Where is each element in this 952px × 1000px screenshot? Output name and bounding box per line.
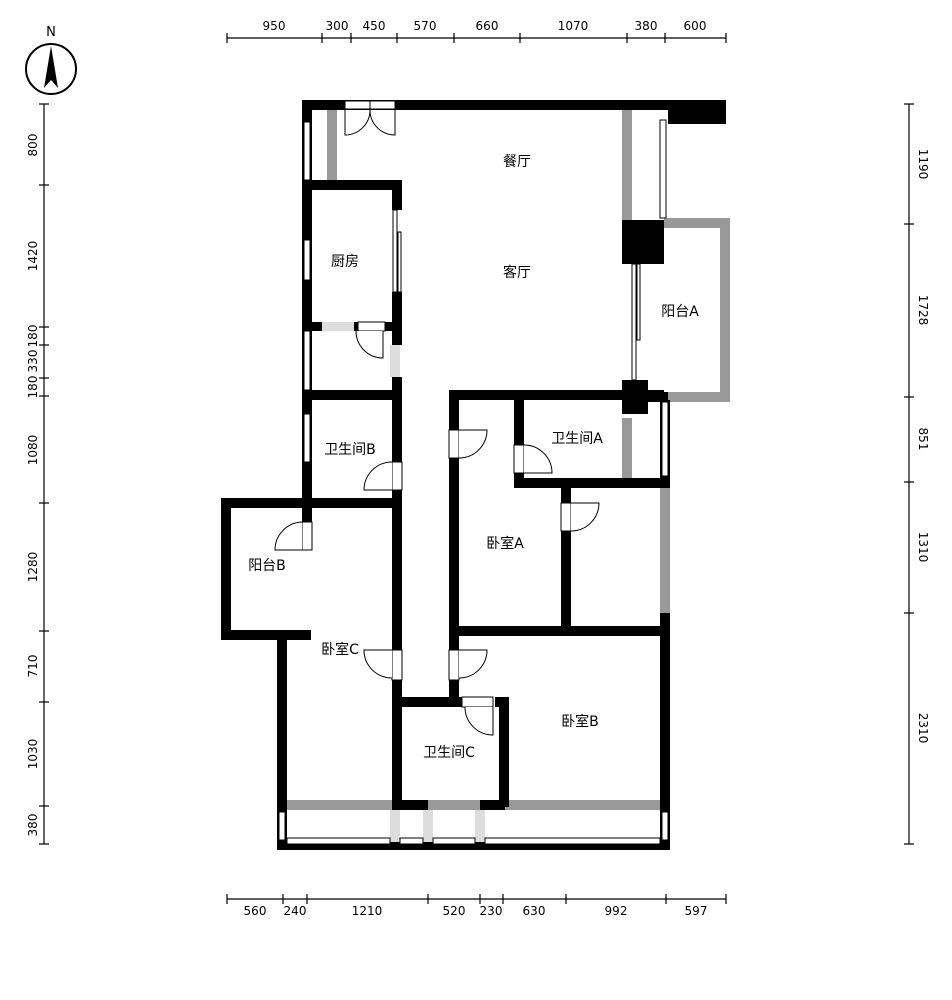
room-label-bed-a: 卧室A xyxy=(486,535,524,552)
window-kitchen-left xyxy=(303,239,311,281)
bath-c-door xyxy=(464,706,494,736)
sliding-door-balcony-a xyxy=(631,263,637,381)
door-swings xyxy=(274,100,600,736)
dim-bottom-1: 560 xyxy=(244,904,267,918)
bedroom-c-door xyxy=(363,649,393,679)
sliding-door-kitchen xyxy=(392,209,398,293)
window-bottom-left-post xyxy=(278,811,286,841)
room-label-dining: 餐厅 xyxy=(503,154,531,170)
partition-walls xyxy=(286,110,730,810)
room-label-kitchen: 厨房 xyxy=(331,254,359,270)
dim-top-1: 950 xyxy=(263,19,286,33)
dim-left-7: 1280 xyxy=(26,552,40,583)
dim-right-2: 1728 xyxy=(916,295,930,326)
dim-bottom-4: 520 xyxy=(443,904,466,918)
room-label-living: 客厅 xyxy=(503,264,531,281)
dim-right-3: 851 xyxy=(916,428,930,451)
window-bottom-3 xyxy=(432,837,476,845)
north-compass: N xyxy=(25,25,77,95)
light-wall-segments xyxy=(322,322,485,842)
room-label-bath-a: 卫生间A xyxy=(551,431,603,447)
right-dimension-labels: 1190 1728 851 1310 2310 xyxy=(916,149,930,744)
window-bottom-2 xyxy=(399,837,424,845)
window-left-mid xyxy=(303,330,311,391)
dim-left-4: 330 xyxy=(26,350,40,373)
dim-left-6: 1080 xyxy=(26,435,40,466)
dim-bottom-3: 1210 xyxy=(352,904,383,918)
dim-left-3: 180 xyxy=(26,325,40,348)
dim-left-1: 800 xyxy=(26,134,40,157)
dim-bottom-6: 630 xyxy=(523,904,546,918)
room-labels: 餐厅 客厅 厨房 阳台A 卫生间A 卫生间B 卧室A 阳台B 卧室C 卧室B 卫… xyxy=(248,154,699,761)
left-dimension-labels: 800 1420 180 330 180 1080 1280 710 1030 … xyxy=(26,134,40,837)
small-room-door xyxy=(570,502,600,532)
dim-left-9: 1030 xyxy=(26,739,40,770)
balcony-b-door xyxy=(274,521,303,551)
dim-right-5: 2310 xyxy=(916,713,930,744)
window-bottom-1 xyxy=(286,837,391,845)
dim-left-5: 180 xyxy=(26,376,40,399)
right-dimension-line xyxy=(904,103,914,845)
room-label-bath-b: 卫生间B xyxy=(324,442,376,458)
dim-top-6: 1070 xyxy=(558,19,589,33)
compass-circle xyxy=(25,43,77,95)
window-dining-right xyxy=(659,119,667,219)
dim-top-2: 300 xyxy=(326,19,349,33)
dim-left-8: 710 xyxy=(26,655,40,678)
room-label-bed-b: 卧室B xyxy=(561,713,599,730)
bedroom-b-door xyxy=(458,649,488,679)
entry-door-left-leaf xyxy=(344,109,371,136)
dim-right-1: 1190 xyxy=(916,149,930,180)
sliding-doors xyxy=(392,209,641,381)
top-dimension-line xyxy=(226,33,727,43)
room-label-bed-c: 卧室C xyxy=(321,641,359,658)
room-label-balcony-b: 阳台B xyxy=(248,558,286,574)
dim-bottom-7: 992 xyxy=(605,904,628,918)
windows xyxy=(278,119,669,845)
window-bath-b xyxy=(303,413,311,463)
kitchen-door xyxy=(355,330,384,359)
dim-top-4: 570 xyxy=(414,19,437,33)
dim-bottom-5: 230 xyxy=(480,904,503,918)
window-bottom-right-post xyxy=(661,811,669,841)
dim-top-3: 450 xyxy=(363,19,386,33)
left-dimension-line xyxy=(39,103,49,845)
dim-top-7: 380 xyxy=(635,19,658,33)
top-dimension-labels: 950 300 450 570 660 1070 380 600 xyxy=(263,19,707,33)
bath-a-door xyxy=(523,444,553,474)
bedroom-a-door xyxy=(458,429,488,459)
structural-walls xyxy=(221,100,726,850)
bath-b-door xyxy=(363,461,393,491)
dim-left-2: 1420 xyxy=(26,241,40,272)
dim-bottom-2: 240 xyxy=(284,904,307,918)
dim-bottom-8: 597 xyxy=(685,904,708,918)
room-label-bath-c: 卫生间C xyxy=(423,745,475,761)
dim-left-10: 380 xyxy=(26,814,40,837)
dim-right-4: 1310 xyxy=(916,532,930,563)
bottom-dimension-labels: 560 240 1210 520 230 630 992 597 xyxy=(244,904,708,918)
north-label: N xyxy=(46,25,56,40)
window-left-top xyxy=(303,121,311,181)
window-bottom-4 xyxy=(484,837,661,845)
dim-top-5: 660 xyxy=(476,19,499,33)
dim-top-8: 600 xyxy=(684,19,707,33)
entry-door-right-leaf xyxy=(369,109,396,136)
bottom-dimension-line xyxy=(226,894,727,904)
room-label-balcony-a: 阳台A xyxy=(661,304,699,320)
north-arrow-icon xyxy=(44,46,58,88)
window-bedroom-right xyxy=(661,401,669,477)
